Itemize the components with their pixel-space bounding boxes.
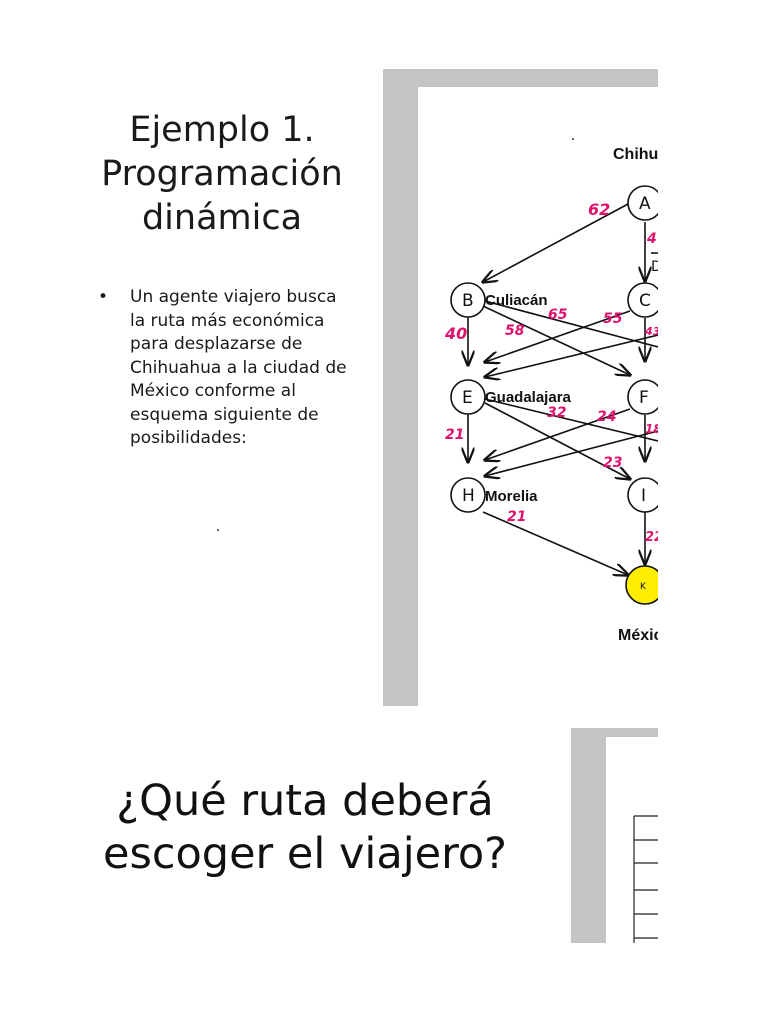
node-b-label: B — [462, 291, 474, 311]
node-h — [450, 477, 486, 513]
cost-b-right: 65 — [548, 307, 568, 323]
node-i — [627, 477, 658, 513]
cost-a-b: 62 — [588, 200, 610, 219]
bullet-text: Un agente viajero busca la ruta más econ… — [130, 287, 347, 448]
edge-h-k — [482, 511, 628, 575]
node-c — [627, 282, 658, 318]
cost-i-k-partial: 22 — [645, 530, 658, 545]
edge-e-i — [484, 402, 630, 479]
cost-f-partial: 18 — [645, 422, 658, 436]
city-h: Morelia — [485, 488, 538, 505]
graph-edges — [468, 203, 658, 575]
route-graph: A B C E F H I K D Chihua Culiacán Guadal… — [444, 138, 658, 644]
node-e-label: E — [462, 388, 473, 408]
slide-title: Ejemplo 1. Programación dinámica — [92, 108, 352, 240]
city-bottom: Méxic — [618, 627, 658, 644]
cost-h-k: 21 — [507, 509, 526, 525]
edge-right-e — [485, 334, 658, 377]
graph-nodes — [450, 185, 658, 605]
cost-a-c-partial: 4 — [646, 231, 657, 247]
city-e: Guadalajara — [485, 389, 572, 406]
edge-right-h — [485, 430, 658, 476]
route-diagram-panel: A B C E F H I K D Chihua Culiacán Guadal… — [383, 69, 658, 706]
cost-f-h: 24 — [597, 409, 616, 425]
title-line-2: Programación — [101, 154, 343, 194]
city-b: Culiacán — [485, 292, 548, 309]
table-preview-panel — [571, 728, 658, 943]
node-d-partial-label: D — [651, 259, 658, 275]
node-b — [450, 282, 486, 318]
cost-e-i: 32 — [547, 405, 566, 421]
node-c-label: C — [639, 291, 651, 311]
bullet-icon: • — [98, 287, 109, 307]
node-a-label: A — [639, 194, 651, 214]
node-i-label: I — [641, 486, 646, 506]
question-line-1: ¿Qué ruta deberá — [116, 776, 494, 826]
table-lines — [633, 815, 658, 943]
question-heading: ¿Qué ruta deberá escoger el viajero? — [60, 775, 550, 881]
cost-i-left: 23 — [603, 455, 622, 471]
stray-mark — [217, 529, 219, 531]
node-h-label: H — [462, 486, 475, 506]
cost-c-e: 55 — [603, 311, 623, 327]
title-line-3: dinámica — [141, 198, 303, 238]
node-f — [627, 379, 658, 415]
question-line-2: escoger el viajero? — [103, 829, 507, 879]
node-k — [625, 565, 658, 605]
stray-dot — [572, 138, 574, 140]
cost-b-f: 58 — [505, 323, 525, 339]
title-line-1: Ejemplo 1. — [129, 110, 315, 150]
edge-b-f — [482, 305, 630, 375]
node-k-label: K — [640, 582, 647, 592]
edge-b-right — [484, 300, 658, 348]
edge-c-e — [485, 310, 631, 362]
cost-b-e: 40 — [444, 324, 467, 343]
city-top: Chihua — [613, 146, 658, 163]
edge-f-h — [485, 408, 631, 460]
node-f-label: F — [639, 388, 649, 408]
edge-e-right — [484, 398, 658, 442]
cost-e-h: 21 — [445, 427, 464, 443]
node-e — [450, 379, 486, 415]
node-a — [627, 185, 658, 221]
edge-a-b — [483, 203, 629, 282]
cost-c-partial: 43 — [644, 325, 658, 338]
